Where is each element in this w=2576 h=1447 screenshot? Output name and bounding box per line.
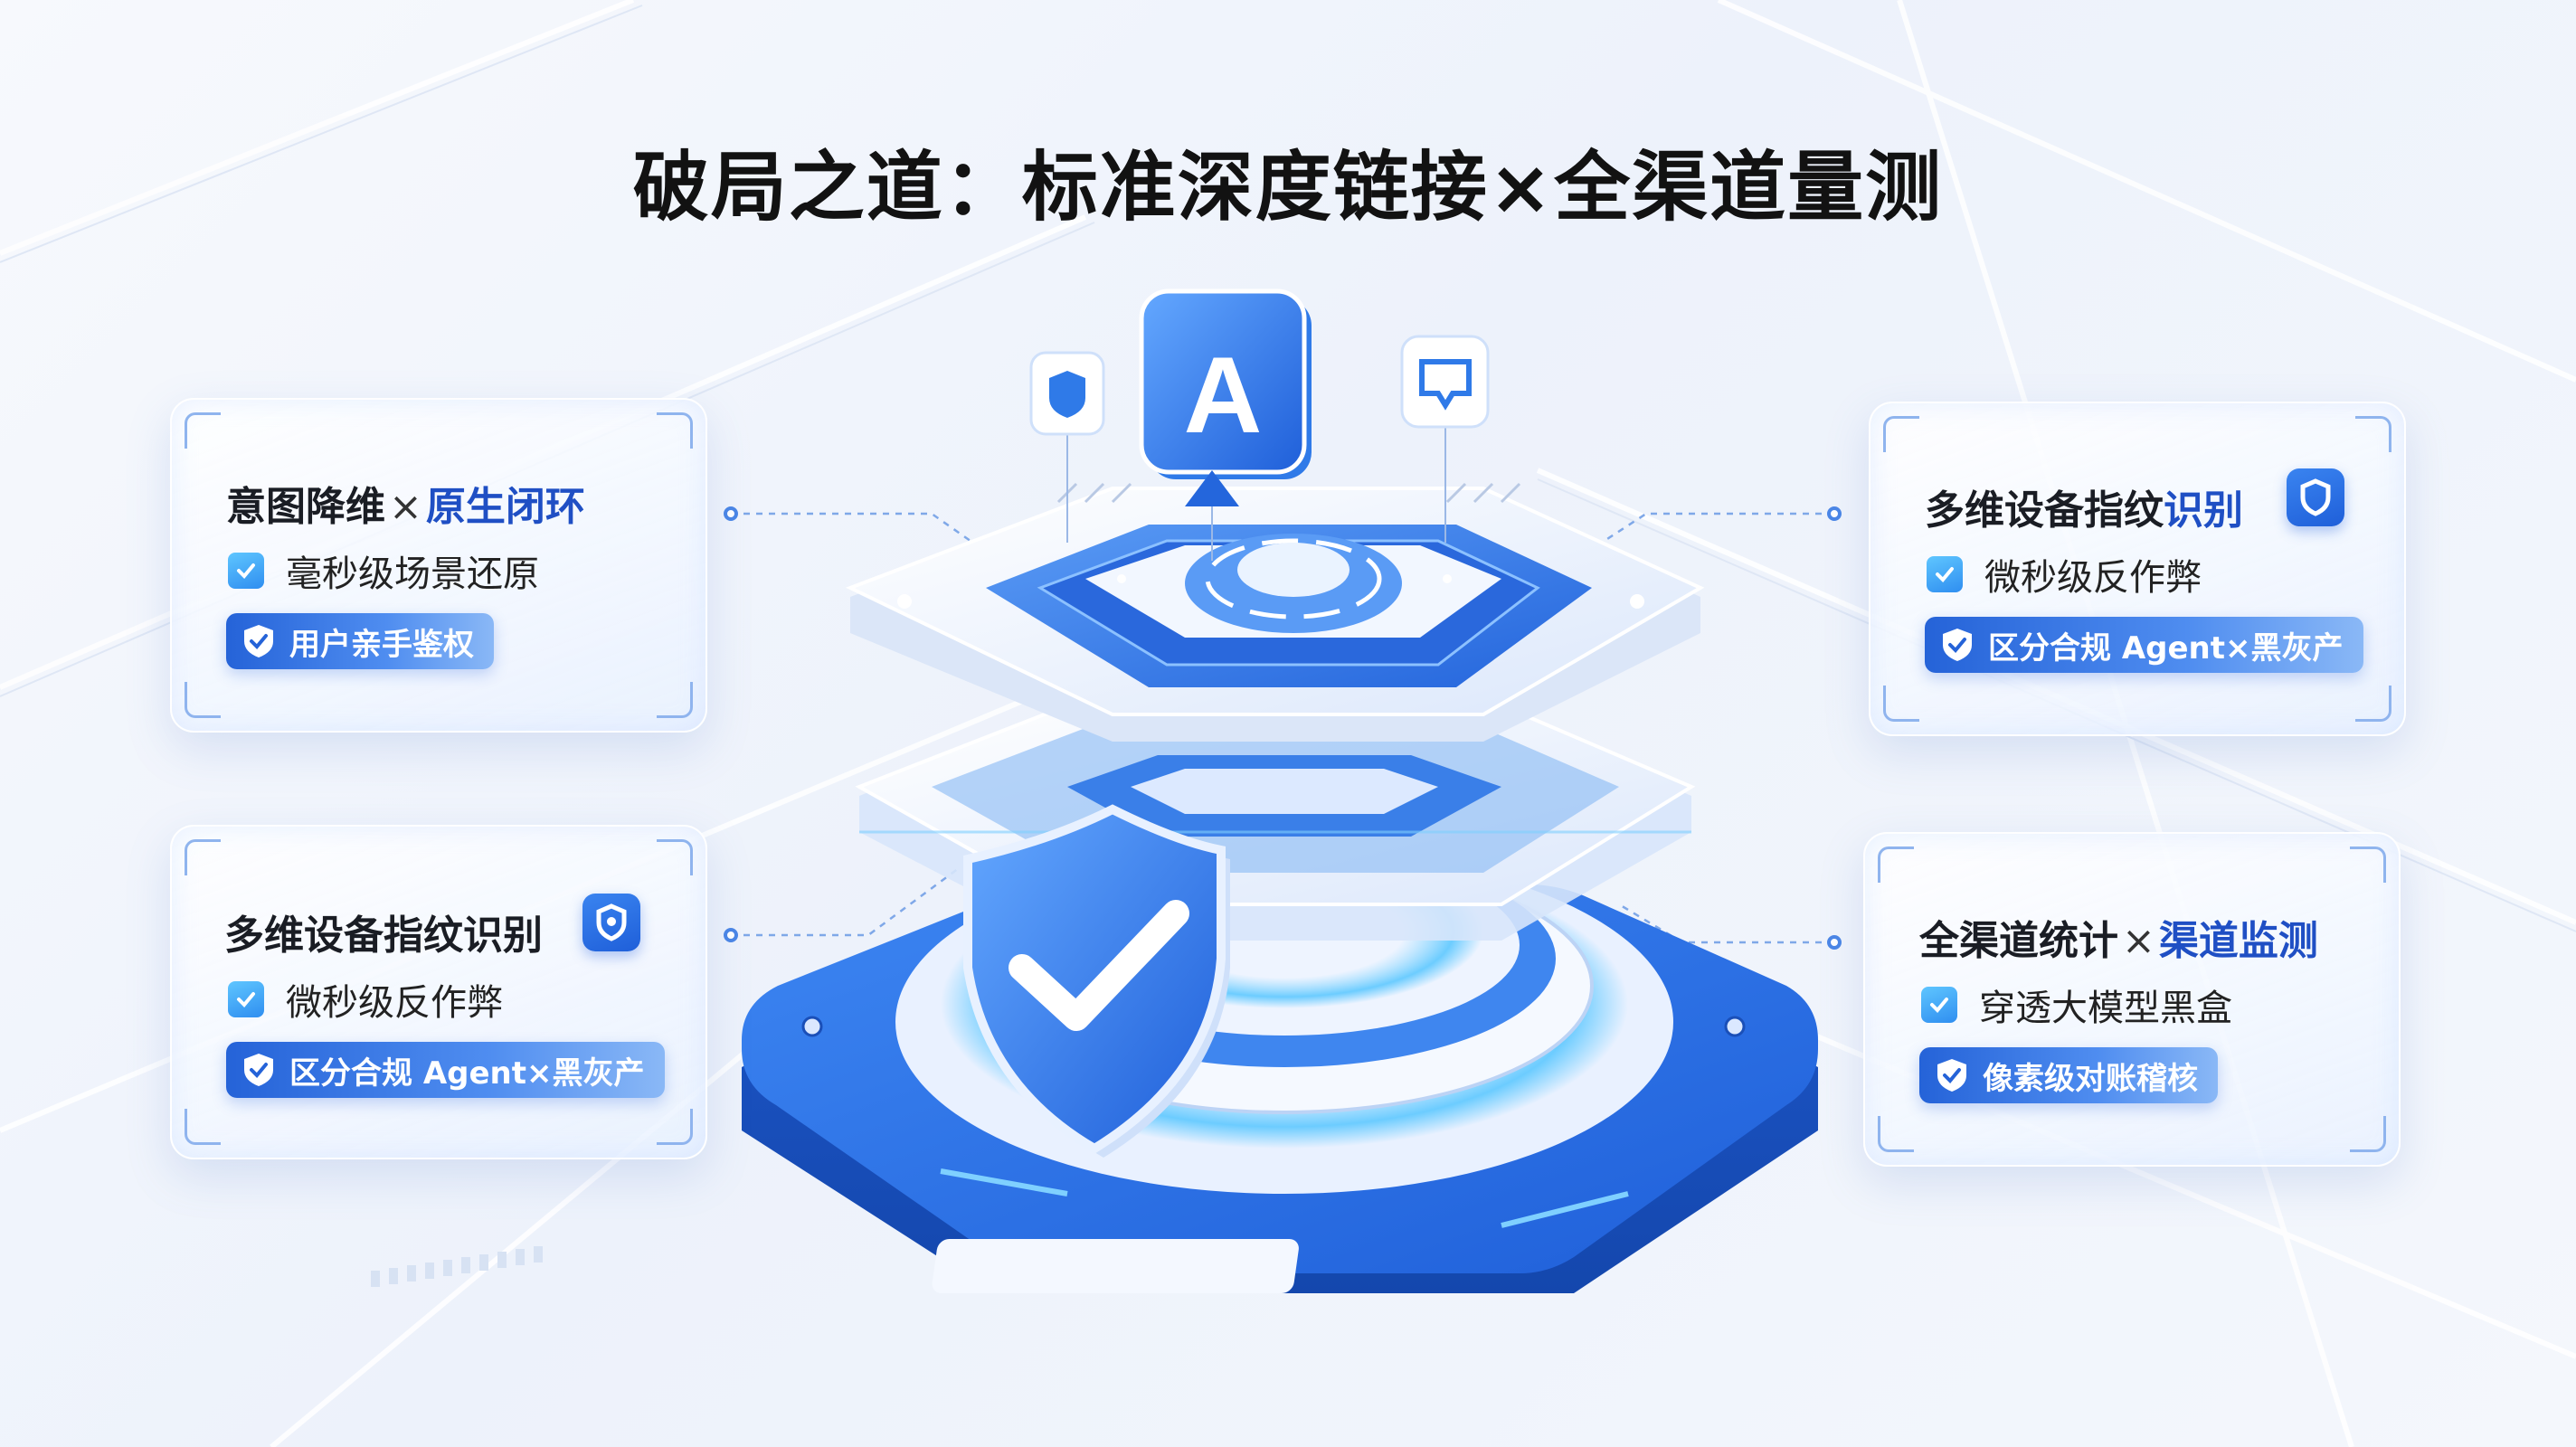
card-title-main: 意图降维 <box>226 484 385 530</box>
chip-letter-a-icon: A <box>1139 288 1312 561</box>
card-title-separator: × <box>389 484 422 530</box>
feature-pill: 像素级对账稽核 <box>1919 1047 2218 1103</box>
check-label: 微秒级反作弊 <box>286 982 503 1024</box>
card-device-fingerprint-bottom: 多维设备指纹识别 微秒级反作弊 区分合规 Agent×黑灰产 <box>170 825 707 1159</box>
chat-shield-icon <box>1400 335 1490 543</box>
pill-label: 区分合规 Agent×黑灰产 <box>289 1055 645 1092</box>
check-label: 毫秒级场景还原 <box>286 553 539 595</box>
card-title: 全渠道统计×渠道监测 <box>1919 908 2318 966</box>
shield-check-small-icon <box>1937 1059 1966 1092</box>
pill-label: 用户亲手鉴权 <box>289 626 474 663</box>
shield-check-small-icon <box>244 625 273 657</box>
card-title-separator: × <box>2122 918 2155 964</box>
card-device-fingerprint-top: 多维设备指纹识别 微秒级反作弊 区分合规 Agent×黑灰产 <box>1869 402 2406 736</box>
page-title: 破局之道：标准深度链接×全渠道量测 <box>632 143 1944 232</box>
card-title-accent: 识别 <box>2164 487 2243 534</box>
shield-badge-icon <box>582 894 640 951</box>
feature-pill: 区分合规 Agent×黑灰产 <box>226 1042 665 1098</box>
feature-pill: 用户亲手鉴权 <box>226 613 494 669</box>
card-intent-closed-loop: 意图降维×原生闭环 毫秒级场景还原 用户亲手鉴权 <box>170 398 707 733</box>
card-title: 多维设备指纹识别 <box>1925 478 2243 535</box>
feature-pill: 区分合规 Agent×黑灰产 <box>1925 617 2363 673</box>
card-title-accent: 渠道监测 <box>2158 918 2318 964</box>
pill-label: 区分合规 Agent×黑灰产 <box>1988 629 2344 667</box>
shield-check-small-icon <box>1943 629 1972 661</box>
card-title-accent: 原生闭环 <box>425 484 585 530</box>
card-title-main: 多维设备指纹 <box>1925 487 2164 534</box>
check-icon <box>228 981 264 1017</box>
card-title: 意图降维×原生闭环 <box>226 474 585 532</box>
card-title-main: 多维设备指纹识别 <box>224 913 543 959</box>
check-item: 穿透大模型黑盒 <box>1921 979 2232 1031</box>
check-item: 微秒级反作弊 <box>1927 548 2202 601</box>
card-omnichannel-monitoring: 全渠道统计×渠道监测 穿透大模型黑盒 像素级对账稽核 <box>1863 832 2401 1167</box>
check-icon <box>1921 987 1957 1023</box>
svg-text:A: A <box>1184 335 1263 456</box>
pill-label: 像素级对账稽核 <box>1983 1060 2198 1097</box>
shield-badge-icon <box>2287 468 2344 526</box>
card-title-main: 全渠道统计 <box>1919 918 2118 964</box>
check-icon <box>1927 556 1963 592</box>
check-label: 穿透大模型黑盒 <box>1979 988 2232 1029</box>
card-title: 多维设备指纹识别 <box>224 903 543 960</box>
shield-check-small-icon <box>244 1054 273 1086</box>
check-icon <box>228 553 264 589</box>
shield-pin-icon <box>1029 351 1105 543</box>
shield-check-icon <box>963 804 1230 1158</box>
check-item: 毫秒级场景还原 <box>228 544 539 597</box>
check-label: 微秒级反作弊 <box>1984 557 2202 599</box>
check-item: 微秒级反作弊 <box>228 973 503 1026</box>
